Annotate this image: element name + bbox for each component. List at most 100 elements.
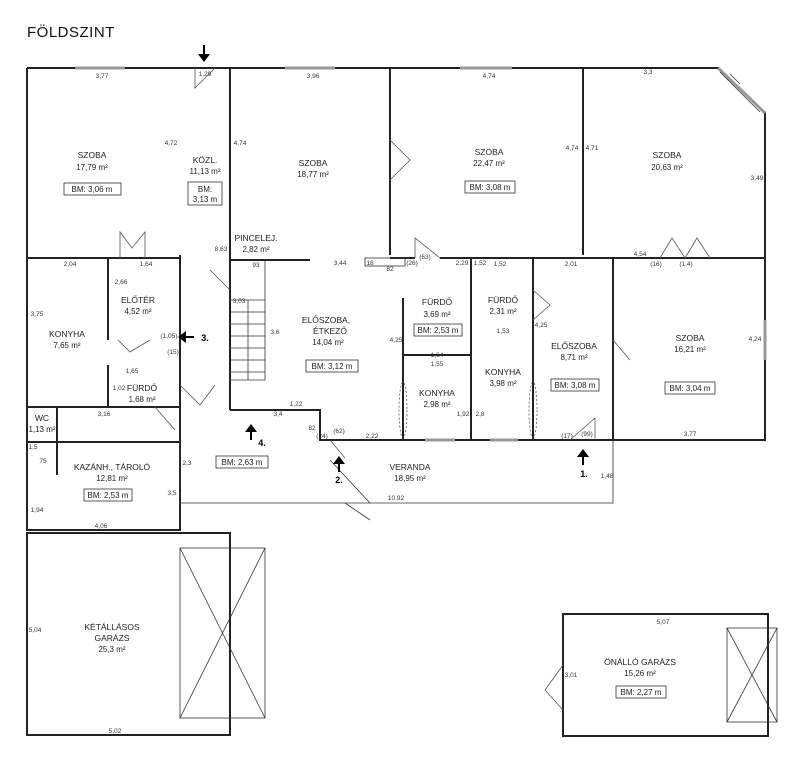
entrance-arrow-icon-top [198, 45, 210, 62]
dim-label: 3,77 [96, 73, 109, 80]
dim-label: 1,52 [494, 261, 507, 268]
dim-label: 2,22 [366, 433, 379, 440]
room-garazs-1-name-1: KÉTÁLLÁSOS [84, 622, 140, 632]
garage-double [26, 532, 266, 736]
dim-label: 8,63 [215, 246, 228, 253]
dim-label: (1,05) [161, 333, 178, 340]
bm-box [187, 181, 223, 206]
dim-label: 18 [366, 260, 374, 267]
room-szoba-3-name: SZOBA [475, 147, 504, 157]
room-garazs-1-area: 25,3 m² [98, 645, 125, 654]
room-szoba-2-area: 18,77 m² [297, 170, 329, 179]
dim-label: (63) [419, 254, 431, 261]
entrance-label-1: 1. [580, 469, 588, 479]
floor-title: FÖLDSZINT [27, 23, 115, 41]
dim-label: 4,72 [165, 140, 178, 147]
room-eloszoba-1-area: 14,04 m² [312, 338, 344, 347]
dim-label: 2,29 [456, 260, 469, 267]
dim-label: 5,04 [29, 627, 42, 634]
bm-box [664, 381, 716, 395]
dim-label: 4,54 [634, 251, 647, 258]
dim-label: (26) [406, 260, 418, 267]
dim-label: 5,02 [109, 728, 122, 735]
dim-label: 4,24 [749, 336, 762, 343]
room-pince-area: 2,82 m² [242, 245, 269, 254]
room-konyha-2-area: 2,98 m² [423, 400, 450, 409]
room-garazs-1-name-2: GARÁZS [95, 633, 130, 643]
dim-label: 3,4 [273, 411, 282, 418]
windows [75, 66, 767, 442]
dim-label: 1,52 [474, 260, 487, 267]
dim-label: 1,94 [31, 507, 44, 514]
room-konyha-1-name: KONYHA [49, 329, 85, 339]
room-eloter-name: ELŐTÉR [121, 295, 155, 305]
bm-box [615, 685, 667, 699]
dim-label: 4,74 [483, 73, 496, 80]
dim-label: 4,06 [95, 523, 108, 530]
dim-label: 2,66 [115, 279, 128, 286]
dim-label: 75 [39, 458, 47, 465]
dim-label: (1,4) [679, 261, 692, 268]
entrance-arrow-icon-1 [577, 449, 589, 465]
entrance-arrow-icon-4 [245, 424, 257, 440]
room-eloszoba-2-name: ELŐSZOBA [551, 341, 597, 351]
dim-label: 82 [386, 266, 394, 273]
dim-label: 3,01 [565, 672, 578, 679]
stair-bm: BM: 2,63 m [222, 458, 263, 467]
dim-label: 3,03 [233, 298, 246, 305]
entrance-label-3: 3. [201, 333, 209, 343]
dim-label: 3,3 [643, 69, 652, 76]
room-eloszoba-2-bm: BM: 3,08 m [555, 381, 596, 390]
room-szoba-5-name: SZOBA [676, 333, 705, 343]
room-veranda-name: VERANDA [389, 462, 430, 472]
room-furdo-3-area: 2,31 m² [489, 307, 516, 316]
entrance-arrow-icon-2 [333, 456, 345, 472]
room-szoba-1-name: SZOBA [78, 150, 107, 160]
room-garazs-2-bm: BM: 2,27 m [621, 688, 662, 697]
dim-label: 3,44 [334, 260, 347, 267]
room-szoba-5-area: 16,21 m² [674, 345, 706, 354]
doors [117, 67, 711, 459]
dim-label: 4,74 [566, 145, 579, 152]
room-pince-name: PINCELEJ. [235, 233, 278, 243]
bm-box [63, 182, 122, 196]
dim-label: 3,16 [98, 411, 111, 418]
room-kozl-name: KÖZL. [193, 155, 218, 165]
room-eloszoba-1-bm: BM: 3,12 m [312, 362, 353, 371]
bm-box [83, 488, 133, 502]
room-furdo-1-name: FÜRDŐ [127, 383, 158, 393]
dim-label: 3,96 [307, 73, 320, 80]
veranda-outline [179, 440, 614, 521]
entrance-label-2: 2. [335, 475, 343, 485]
room-furdo-1-area: 1,68 m² [128, 395, 155, 404]
dim-label: 1,64 [140, 261, 153, 268]
room-konyha-2-name: KONYHA [419, 388, 455, 398]
room-eloszoba-2-area: 8,71 m² [560, 353, 587, 362]
room-szoba-3-bm: BM: 3,08 m [470, 183, 511, 192]
room-szoba-5-bm: BM: 3,04 m [670, 384, 711, 393]
dim-label: (15) [167, 349, 179, 356]
dim-label: 1,64 [431, 352, 444, 359]
dim-label: 1,29 [199, 71, 212, 78]
dim-label: 4,71 [586, 145, 599, 152]
dim-label: 2,3 [182, 460, 191, 467]
dim-label: 3,49 [751, 175, 764, 182]
dim-label: 2,8 [475, 411, 484, 418]
entrance-arrows [178, 45, 589, 472]
garage-single [544, 613, 778, 737]
dimension-labels: 3,77 1,29 3,96 4,74 3,3 4,72 4,74 4,74 4… [28, 69, 763, 735]
dim-label: 93 [252, 262, 260, 269]
room-veranda-area: 18,95 m² [394, 474, 426, 483]
bm-box [305, 359, 359, 373]
room-eloszoba-1-name-2: ÉTKEZŐ [313, 326, 347, 336]
room-szoba-2-name: SZOBA [299, 158, 328, 168]
staircase [230, 257, 406, 381]
room-eloszoba-1-name-1: ELŐSZOBA, [302, 315, 350, 325]
bm-box [413, 323, 463, 337]
outer-walls [26, 67, 766, 531]
dim-label: 3,5 [167, 490, 176, 497]
dim-label: 3,75 [31, 311, 44, 318]
room-kazan-area: 12,81 m² [96, 474, 128, 483]
room-konyha-1-area: 7,65 m² [53, 341, 80, 350]
room-kazan-name: KAZÁNH., TÁROLÓ [74, 462, 151, 472]
